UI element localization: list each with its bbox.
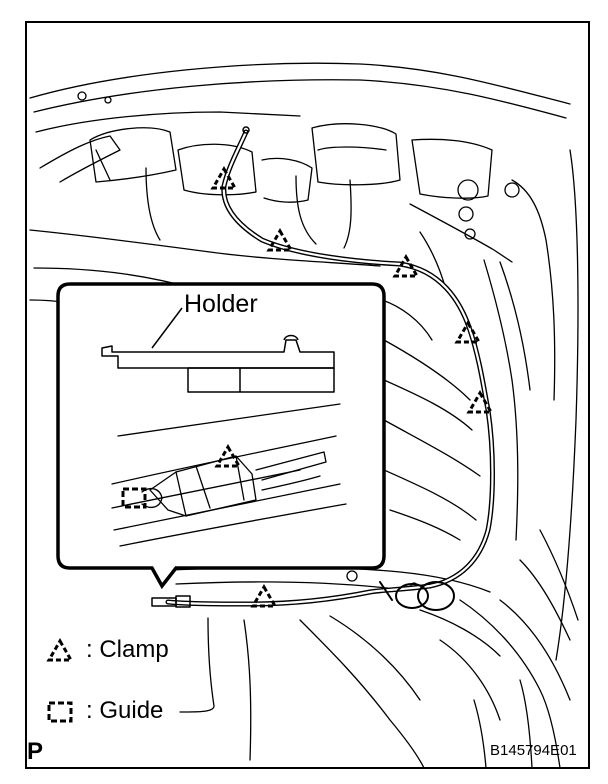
holder-label: Holder	[184, 290, 258, 318]
legend-clamp: : Clamp	[86, 636, 169, 664]
legend-clamp-label: Clamp	[99, 636, 169, 663]
figure-id: B145794E01	[490, 742, 577, 759]
legend-symbols	[47, 639, 73, 723]
legend-guide-colon: :	[86, 697, 93, 724]
cable-routing	[151, 126, 495, 611]
inset-callout	[56, 282, 386, 590]
legend-guide: : Guide	[86, 697, 163, 725]
figure-frame	[25, 21, 590, 769]
installed-holder-view	[111, 403, 347, 547]
holder-part	[101, 334, 335, 393]
trunk-lid-panel	[29, 62, 579, 769]
corner-letter: P	[27, 738, 44, 765]
legend-guide-label: Guide	[99, 697, 164, 724]
legend-clamp-colon: :	[86, 636, 93, 663]
